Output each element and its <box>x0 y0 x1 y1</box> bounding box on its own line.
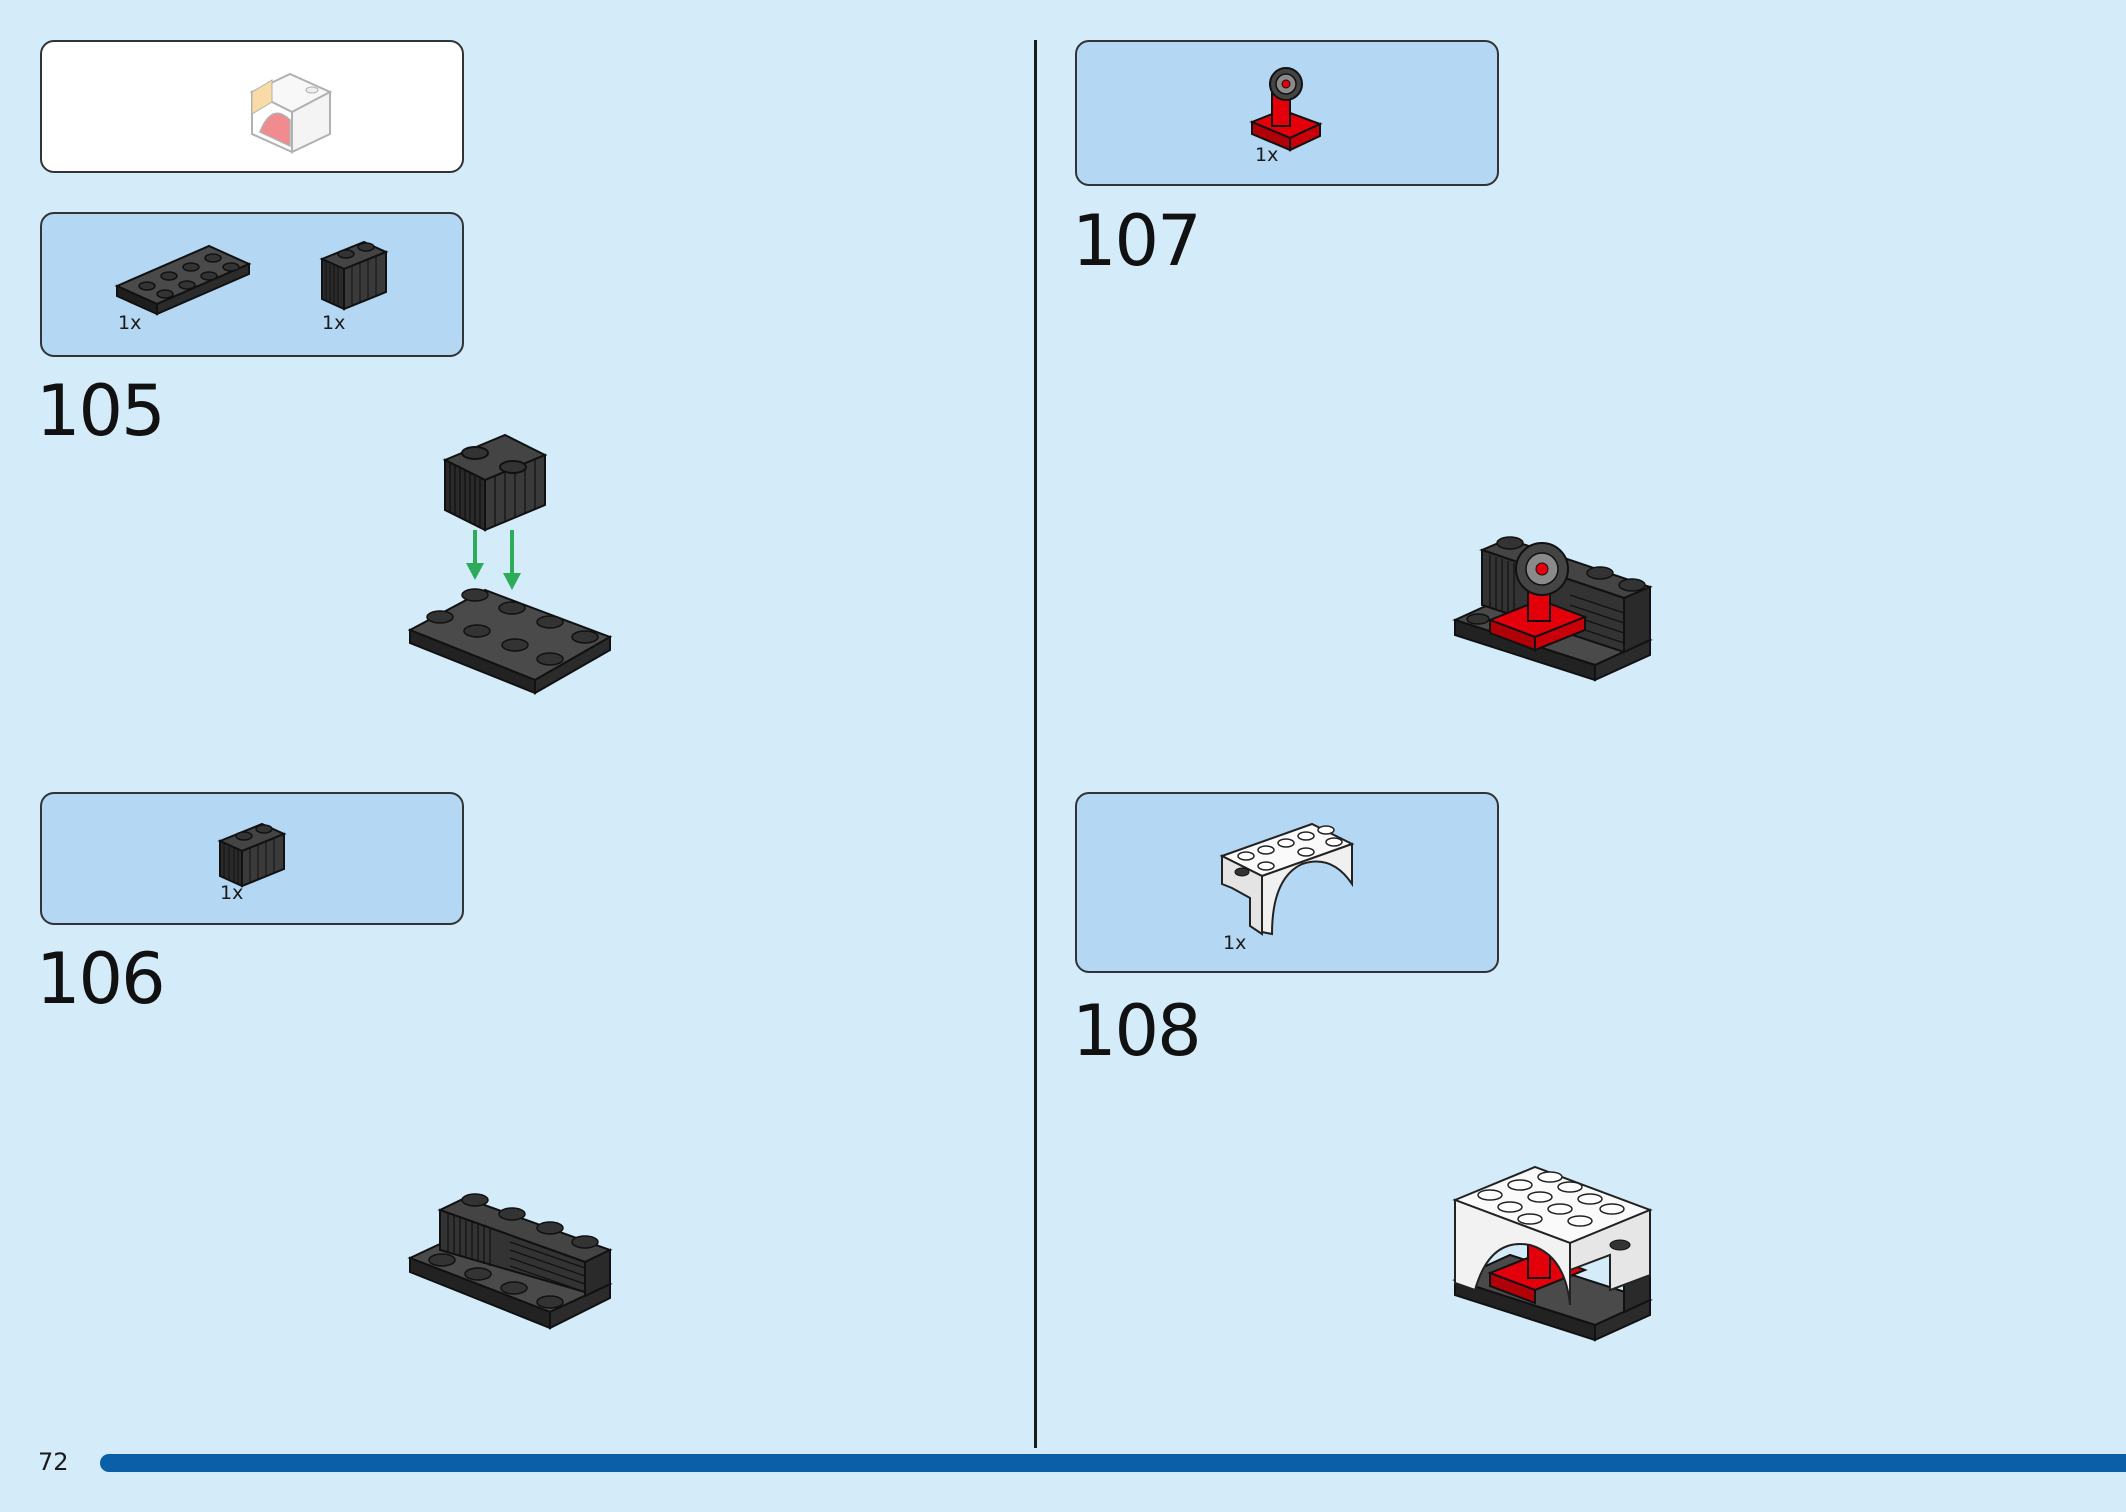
submodel-preview-image <box>249 72 333 154</box>
parts-list-step-105: 1x 1x <box>40 212 464 357</box>
step-106-assembly-image <box>407 1193 613 1330</box>
step-108-assembly-image <box>1452 1165 1653 1342</box>
part-qty: 1x <box>118 312 142 334</box>
black-plate-2x4-image <box>114 240 389 316</box>
step-107-assembly-image <box>1452 536 1653 682</box>
white-arch-brick-image <box>1219 822 1355 936</box>
progress-bar <box>100 1454 2126 1472</box>
parts-list-step-107: 1x <box>1075 40 1499 186</box>
black-grille-brick-image <box>217 822 287 888</box>
parts-list-step-108: 1x <box>1075 792 1499 973</box>
red-steering-wheel-part-image <box>1249 67 1323 152</box>
page-divider <box>1034 40 1037 1448</box>
step-number: 108 <box>1072 990 1202 1072</box>
part-qty: 1x <box>322 312 346 334</box>
part-qty: 1x <box>1223 932 1247 954</box>
step-number: 106 <box>36 938 166 1020</box>
submodel-preview-box <box>40 40 464 173</box>
page-number: 72 <box>38 1448 69 1476</box>
part-qty: 1x <box>1255 144 1279 166</box>
step-number: 107 <box>1072 200 1202 282</box>
step-105-assembly-image <box>407 433 613 695</box>
part-qty: 1x <box>220 882 244 904</box>
parts-list-step-106: 1x <box>40 792 464 925</box>
step-number: 105 <box>36 370 166 452</box>
